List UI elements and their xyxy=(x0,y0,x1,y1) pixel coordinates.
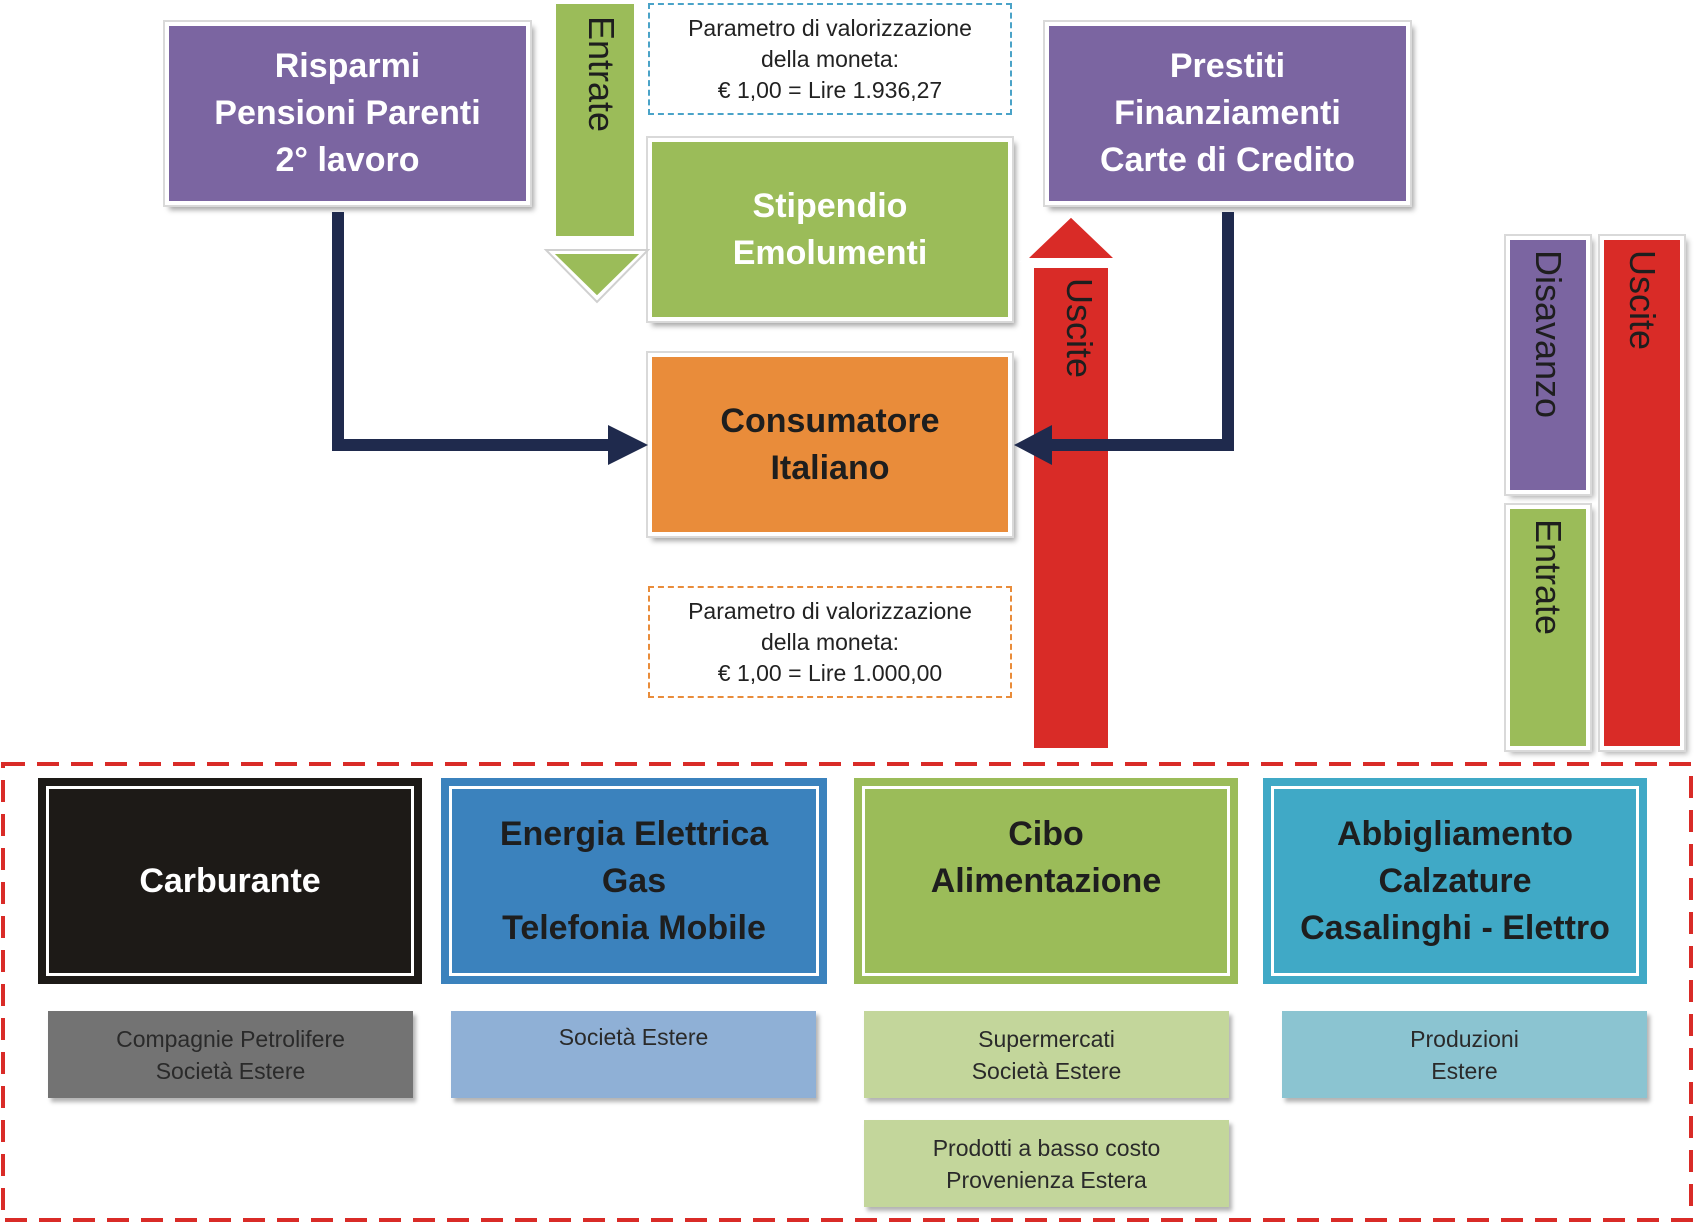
note-line: € 1,00 = Lire 1.000,00 xyxy=(717,659,943,686)
uscite-bar: Uscite xyxy=(1600,236,1684,750)
box-line: Carte di Credito xyxy=(1099,141,1356,179)
box-line: Italiano xyxy=(770,448,890,487)
uscite-arrow-label: Uscite xyxy=(1059,278,1100,379)
sub-fuel-companies: Compagnie Petrolifere Società Estere xyxy=(48,1011,413,1098)
note-line: € 1,00 = Lire 1.936,27 xyxy=(717,76,943,103)
consumer-box: Consumatore Italiano xyxy=(648,353,1012,536)
currency-note-top: Parametro di valorizzazione della moneta… xyxy=(648,3,1012,115)
box-line: Finanziamenti xyxy=(1114,94,1341,132)
note-line: Parametro di valorizzazione xyxy=(688,597,972,624)
sub-line: Provenienza Estera xyxy=(946,1166,1147,1193)
sub-line: Supermercati xyxy=(978,1025,1115,1052)
entrate-bar: Entrate xyxy=(1506,505,1590,750)
category-energy: Energia Elettrica Gas Telefonia Mobile xyxy=(441,778,827,984)
box-line: Consumatore xyxy=(720,401,940,440)
box-line: Risparmi xyxy=(274,47,421,85)
sub-clothing-production: Produzioni Estere xyxy=(1282,1011,1647,1098)
sub-food-supermarkets: Supermercati Società Estere xyxy=(864,1011,1229,1098)
category-line: Energia Elettrica xyxy=(499,814,769,853)
loans-credit-box: Prestiti Finanziamenti Carte di Credito xyxy=(1045,22,1410,205)
box-line: Emolumenti xyxy=(732,233,928,272)
category-line: Telefonia Mobile xyxy=(502,908,766,947)
disavanzo-label: Disavanzo xyxy=(1528,250,1569,419)
entrate-label: Entrate xyxy=(1528,519,1569,636)
expenses-container xyxy=(1,762,1693,1222)
uscite-label: Uscite xyxy=(1622,250,1663,351)
note-line: Parametro di valorizzazione xyxy=(688,14,972,41)
entrate-down-arrow xyxy=(543,0,651,304)
note-line: della moneta: xyxy=(760,45,900,72)
category-line: Alimentazione xyxy=(930,861,1162,900)
sub-line: Società Estere xyxy=(971,1057,1122,1084)
sub-energy-companies: Società Estere xyxy=(451,1011,816,1098)
sub-line: Società Estere xyxy=(558,1024,709,1050)
sub-line: Prodotti a basso costo xyxy=(932,1134,1161,1161)
currency-note-bottom: Parametro di valorizzazione della moneta… xyxy=(648,586,1012,698)
entrate-arrow-label: Entrate xyxy=(581,16,622,133)
uscite-up-arrow xyxy=(1019,212,1123,752)
sub-line: Produzioni xyxy=(1410,1025,1519,1052)
category-clothing: Abbigliamento Calzature Casalinghi - Ele… xyxy=(1263,778,1647,984)
box-line: 2° lavoro xyxy=(275,141,420,179)
disavanzo-bar: Disavanzo xyxy=(1506,236,1590,494)
box-line: Pensioni Parenti xyxy=(214,94,481,132)
salary-box: Stipendio Emolumenti xyxy=(648,138,1012,321)
category-line: Carburante xyxy=(139,861,321,900)
category-line: Cibo xyxy=(1008,814,1084,853)
right-connector-arrow xyxy=(1014,212,1234,465)
category-line: Abbigliamento xyxy=(1336,814,1574,853)
category-food: Cibo Alimentazione xyxy=(854,778,1238,984)
sub-food-lowcost: Prodotti a basso costo Provenienza Ester… xyxy=(864,1120,1229,1207)
category-fuel: Carburante xyxy=(38,778,422,984)
sub-line: Estere xyxy=(1431,1057,1498,1084)
category-line: Gas xyxy=(601,861,667,900)
category-line: Calzature xyxy=(1378,861,1532,900)
box-line: Stipendio xyxy=(752,186,908,225)
sub-line: Società Estere xyxy=(155,1057,306,1084)
box-line: Prestiti xyxy=(1169,47,1286,85)
left-connector-arrow xyxy=(332,212,648,465)
note-line: della moneta: xyxy=(760,628,900,655)
sub-line: Compagnie Petrolifere xyxy=(116,1025,345,1052)
savings-pensions-box: Risparmi Pensioni Parenti 2° lavoro xyxy=(165,22,530,205)
category-line: Casalinghi - Elettro xyxy=(1300,908,1610,947)
